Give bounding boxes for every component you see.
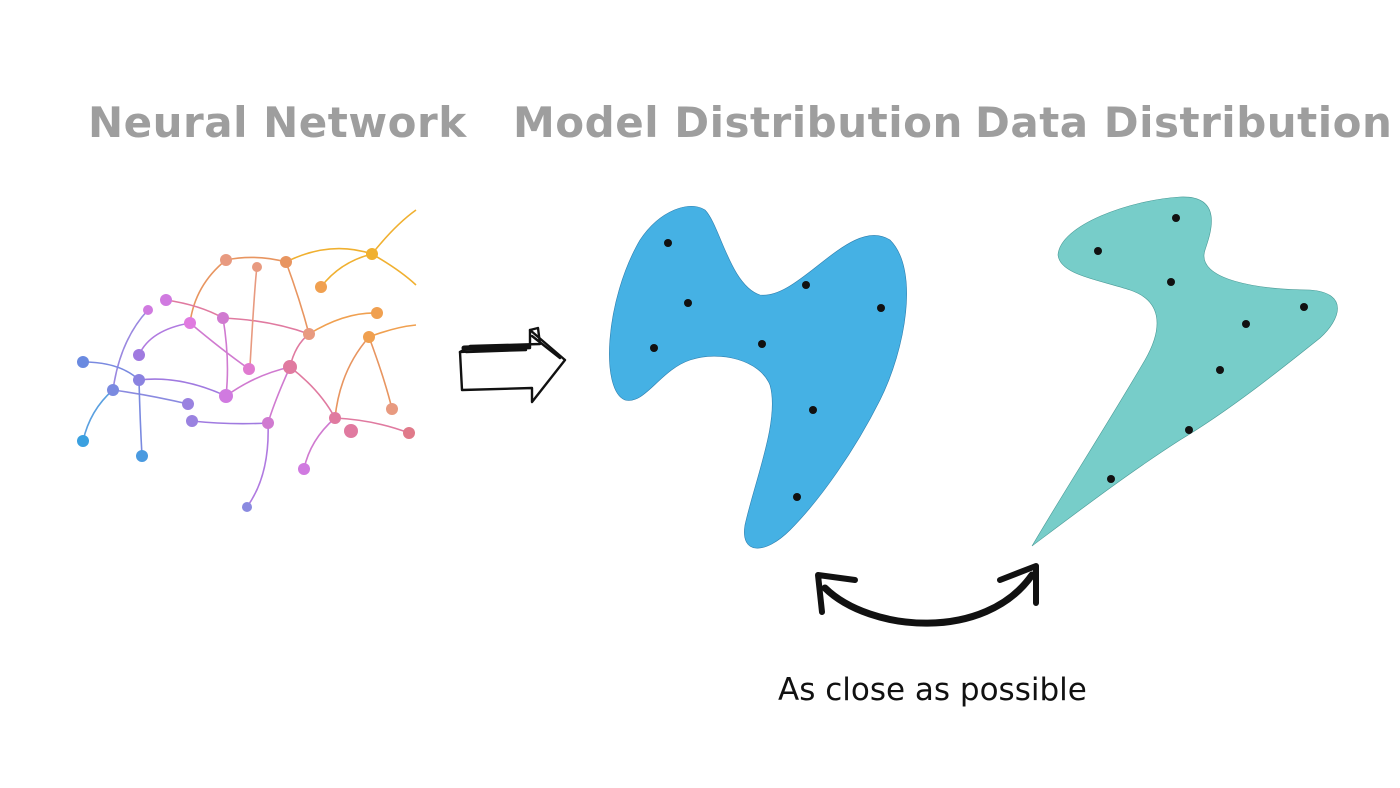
sample-point xyxy=(1167,278,1175,286)
model-sample-points xyxy=(650,239,885,501)
data-distribution-blob xyxy=(1031,196,1338,547)
network-node xyxy=(303,328,315,340)
network-node xyxy=(403,427,415,439)
sample-point xyxy=(1242,320,1250,328)
sample-point xyxy=(1107,475,1115,483)
network-node xyxy=(77,435,89,447)
sample-point xyxy=(758,340,766,348)
network-node xyxy=(243,363,255,375)
model-distribution-heading: Model Distribution xyxy=(513,98,963,147)
network-node xyxy=(280,256,292,268)
network-node xyxy=(344,424,358,438)
sample-point xyxy=(664,239,672,247)
sample-point xyxy=(1094,247,1102,255)
sample-point xyxy=(684,299,692,307)
network-node xyxy=(184,317,196,329)
network-node xyxy=(136,450,148,462)
network-node xyxy=(262,417,274,429)
neural-network-heading: Neural Network xyxy=(88,98,467,147)
network-node xyxy=(242,502,252,512)
sample-point xyxy=(793,493,801,501)
data-sample-points xyxy=(1094,214,1308,483)
sample-point xyxy=(1216,366,1224,374)
network-node xyxy=(220,254,232,266)
network-node xyxy=(252,262,262,272)
network-node xyxy=(298,463,310,475)
sample-point xyxy=(1172,214,1180,222)
sample-point xyxy=(1300,303,1308,311)
neural-network-nodes xyxy=(77,248,415,512)
network-node xyxy=(315,281,327,293)
network-node xyxy=(329,412,341,424)
sample-point xyxy=(1185,426,1193,434)
network-node xyxy=(186,415,198,427)
network-node xyxy=(366,248,378,260)
network-node xyxy=(217,312,229,324)
network-node xyxy=(107,384,119,396)
model-distribution-blob xyxy=(609,206,907,549)
network-node xyxy=(182,398,194,410)
sample-point xyxy=(877,304,885,312)
network-node xyxy=(386,403,398,415)
network-node xyxy=(133,374,145,386)
hand-drawn-right-arrow-icon xyxy=(458,326,567,404)
data-distribution-heading: Data Distribution xyxy=(975,98,1393,147)
network-node xyxy=(143,305,153,315)
curved-double-arrow-icon xyxy=(815,563,1039,627)
network-node xyxy=(363,331,375,343)
network-node xyxy=(133,349,145,361)
closeness-caption: As close as possible xyxy=(778,672,1087,708)
network-node xyxy=(160,294,172,306)
sample-point xyxy=(650,344,658,352)
sample-point xyxy=(809,406,817,414)
network-node xyxy=(283,360,297,374)
network-node xyxy=(219,389,233,403)
sample-point xyxy=(802,281,810,289)
network-node xyxy=(371,307,383,319)
network-node xyxy=(77,356,89,368)
